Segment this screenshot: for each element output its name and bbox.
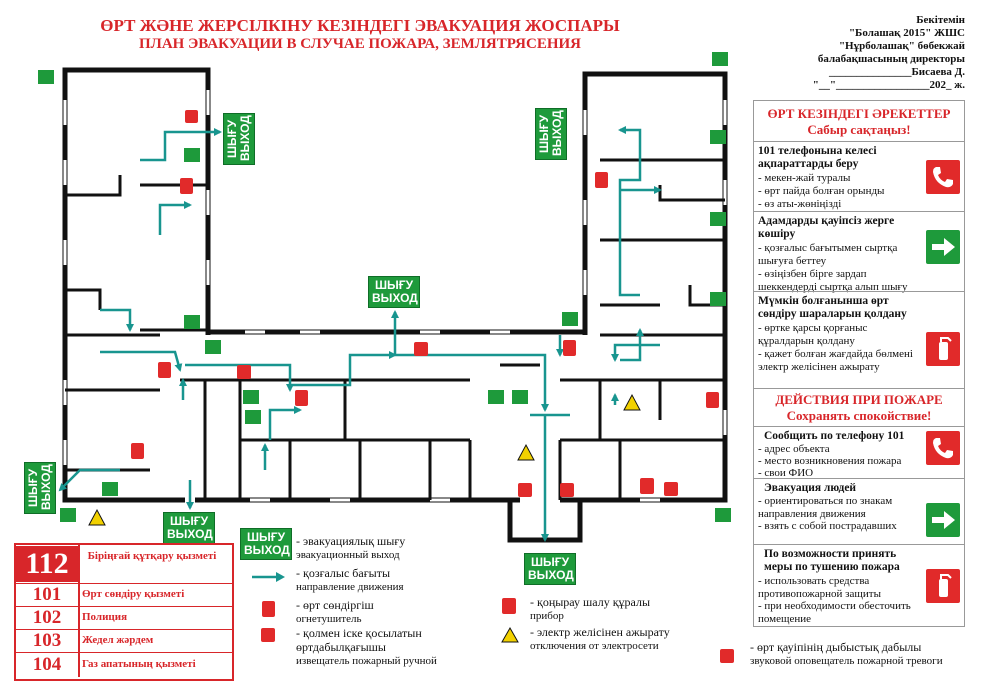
panel-section: Эвакуация людей - ориентироваться по зна… [754, 478, 964, 545]
manual-call-point-icon [261, 628, 275, 642]
siren-icon [720, 649, 734, 663]
legend-extinguisher: - өрт сөндіргіш огнетушитель [296, 598, 374, 625]
approval-line: балабақшасының директоры [817, 53, 965, 65]
arrow-right-icon [926, 503, 960, 537]
approval-line: Бекітемін [916, 14, 965, 26]
electrical-warning-markers [88, 393, 641, 526]
legend-siren: - өрт қауіпінің дыбыстық дабылы звуковой… [750, 640, 943, 667]
fire-extinguisher-icon [262, 601, 275, 617]
legend-electrical: - электр желісінен ажырату отключения от… [530, 625, 670, 652]
phone-icon [926, 431, 960, 465]
windows [63, 90, 727, 502]
evacuation-arrows [58, 126, 662, 542]
phone-icon [926, 160, 960, 194]
legend-call-point: - қолмен іске қосылатын өртдабылқағышы и… [296, 626, 437, 667]
table-divider [78, 545, 80, 677]
plan-title-kz: ӨРТ ЖӘНЕ ЖЕРСІЛКІНУ КЕЗІНДЕГІ ЭВАКУАЦИЯ … [100, 16, 620, 35]
table-row: 104 Газ апатының қызметі [32, 654, 196, 675]
wall-bottom-right [560, 335, 728, 503]
approval-line: "Болашақ 2015" ЖШС [848, 27, 965, 39]
table-row: 101 Өрт сөндіру қызметі [16, 583, 232, 607]
panel-subheading-ru: Сохранять спокойствие! [786, 408, 932, 423]
electrical-warning-icon [501, 626, 519, 643]
alarm-markers [38, 52, 731, 522]
panel-section: Сообщить по телефону 101 - адрес объекта… [754, 426, 964, 479]
legend-arrow: - қозғалыс бағыты направление движения [296, 566, 404, 593]
panel-section: Адамдарды қауіпсіз жерге көшіру - қозғал… [754, 211, 964, 293]
approval-line: _______________Бисаева Д. [828, 66, 965, 78]
arrow-right-icon [926, 230, 960, 264]
table-row: 103 Жедел жәрдем [16, 629, 232, 653]
panel-heading-ru: ДЕЙСТВИЯ ПРИ ПОЖАРЕ [775, 392, 943, 407]
panel-section: По возможности принять меры по тушению п… [754, 544, 964, 627]
fire-extinguisher-icon [926, 569, 960, 603]
legend-exit: - эвакуациялық шығу эвакуационный выход [296, 534, 406, 561]
panel-section: 101 телефонына келесі ақпараттарды беру … [754, 141, 964, 212]
panel-section: ДЕЙСТВИЯ ПРИ ПОЖАРЕ Сохранять спокойстви… [754, 388, 964, 427]
equipment-markers [131, 110, 719, 497]
arrow-legend-icon [252, 572, 285, 582]
table-row: 112 Біріңғай құтқару қызметі [16, 545, 232, 584]
approval-block: Бекітемін "Болашақ 2015" ЖШС "Нұрболашақ… [795, 14, 965, 92]
panel-heading-kz: ӨРТ КЕЗІНДЕГІ ӘРЕКЕТТЕР [767, 106, 951, 121]
instructions-panel: ӨРТ КЕЗІНДЕГІ ӘРЕКЕТТЕР Сабыр сақтаңыз! … [753, 100, 965, 627]
fire-extinguisher-icon [926, 332, 960, 366]
panel-section: Мүмкін болғанынша өрт сөндіру шараларын … [754, 291, 964, 389]
wall-right-wing [582, 71, 728, 335]
wall-bottom-left [62, 335, 185, 503]
emergency-numbers-table: 112 Біріңғай құтқару қызметі 101 Өрт сөн… [14, 543, 234, 681]
panel-subheading-kz: Сабыр сақтаңыз! [807, 122, 911, 137]
approval-line: "__"_________________202_ ж. [812, 79, 965, 91]
table-row: 102 Полиция [16, 606, 232, 630]
phone-icon [502, 598, 516, 614]
plan-title-ru: ПЛАН ЭВАКУАЦИИ В СЛУЧАЕ ПОЖАРА, ЗЕМЛЯТРЯ… [138, 36, 581, 52]
approval-line: "Нұрболашақ" бөбекжай [838, 40, 965, 52]
wall-left-wing [62, 67, 211, 335]
legend-phone: - қоңырау шалу құралы прибор [530, 595, 650, 622]
